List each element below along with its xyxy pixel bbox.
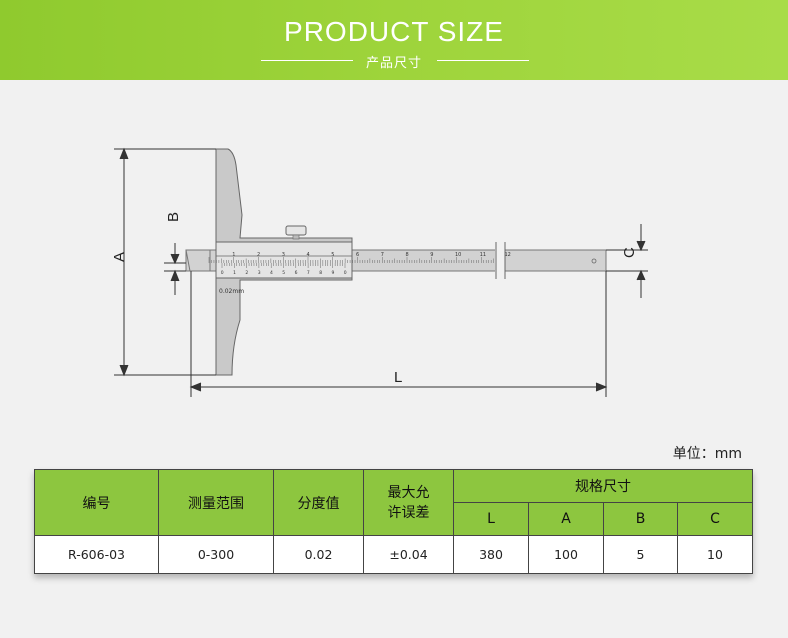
vernier-number: 5 [282,270,285,276]
cell-resolution: 0.02 [273,535,364,574]
beam-number: 1 [232,252,235,258]
dimension-a [114,147,216,377]
page-subtitle: 产品尺寸 [365,56,422,71]
header-b: B [603,502,678,536]
beam-number: 9 [430,252,433,258]
vernier-number: 6 [295,270,298,276]
vernier-number: 3 [258,270,261,276]
vernier-number: 0 [344,270,347,276]
beam-break [495,247,505,274]
beam-number: 2 [257,252,260,258]
label-c: C [621,247,638,258]
header-resolution: 分度值 [273,469,364,536]
beam-number: 7 [381,252,384,258]
beam-number: 11 [480,252,486,258]
cell-range: 0-300 [158,535,274,574]
vernier-number: 7 [307,270,310,276]
label-b: B [165,212,182,222]
header-c: C [677,502,753,536]
vernier-number: 8 [319,270,322,276]
vernier-scale-ticks [221,263,346,268]
divider-right [437,60,529,61]
header-l: L [453,502,529,536]
beam-number: 4 [307,252,310,258]
spec-table: 编号 测量范围 分度值 最大允许误差 规格尺寸 L A B C R-606-03… [34,469,753,574]
beam-hole [591,258,597,264]
beam-number: 6 [356,252,359,258]
dimension-l [189,271,608,397]
clamp-screw [285,225,307,236]
table-row: R-606-03 0-300 0.02 ±0.04 380 100 5 10 [34,535,753,574]
header-tolerance: 最大允许误差 [363,469,454,536]
cell-l: 380 [453,535,529,574]
resolution-mark: 0.02mm [219,288,244,295]
beam-number: 5 [331,252,334,258]
vernier-number: 9 [332,270,335,276]
cell-b: 5 [603,535,678,574]
beam-number: 3 [282,252,285,258]
header-range: 测量范围 [158,469,274,536]
cell-model: R-606-03 [34,535,159,574]
dimension-b [164,243,186,295]
divider-left [261,60,353,61]
dimension-c [606,224,648,298]
header-spec-group: 规格尺寸 [453,469,753,503]
vernier-number: 0 [221,270,224,276]
vernier-number: 1 [233,270,236,276]
header-a: A [528,502,604,536]
cell-c: 10 [677,535,753,574]
label-a: A [111,252,128,262]
unit-note: 单位：mm [672,446,742,462]
cell-tolerance: ±0.04 [363,535,454,574]
page-title: PRODUCT SIZE [284,16,504,47]
cell-a: 100 [528,535,604,574]
gauge-beam-tip [185,249,211,272]
label-l: L [394,369,402,386]
beam-number: 12 [505,252,511,258]
beam-scale-ticks [208,257,494,263]
header-banner: PRODUCT SIZE 产品尺寸 [0,0,788,80]
beam-number: 8 [406,252,409,258]
beam-number: 10 [455,252,461,258]
vernier-scale-numbers: 0 1 2 3 4 5 6 7 8 9 0 [221,270,347,276]
header-model: 编号 [34,469,159,536]
vernier-number: 2 [245,270,248,276]
vernier-number: 4 [270,270,273,276]
